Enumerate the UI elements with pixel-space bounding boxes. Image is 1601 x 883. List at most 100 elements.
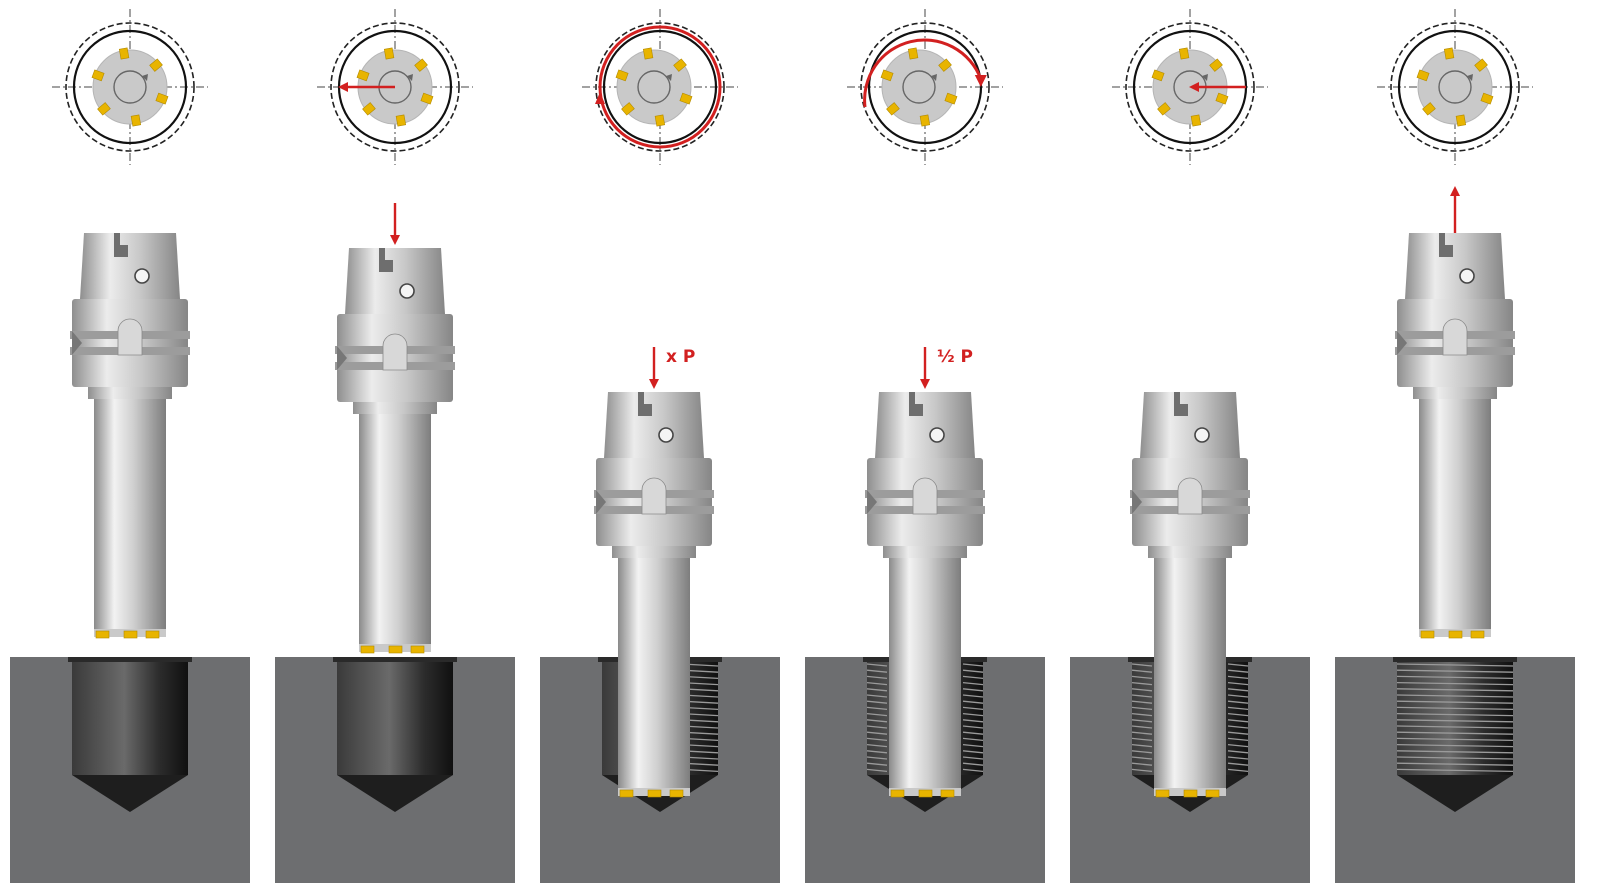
rotation-arrowhead-icon [1467, 74, 1473, 81]
thread-groove [866, 737, 888, 742]
thread-groove [962, 663, 984, 667]
orientation-key [1177, 477, 1203, 515]
coolant-port-icon [134, 268, 150, 284]
holder-neck [1413, 387, 1497, 399]
insert-icon [673, 58, 687, 72]
insert-icon [621, 102, 635, 116]
bore-circle [602, 29, 718, 145]
thread-groove [1131, 743, 1153, 748]
step-panel-plunge-to-depth [275, 9, 515, 883]
thread-groove [1131, 712, 1153, 717]
thread-groove [1396, 762, 1514, 766]
thread-groove [866, 706, 888, 711]
insert-icon [880, 69, 894, 82]
top-view [847, 9, 1003, 165]
thread-groove [1227, 756, 1249, 760]
orbit-path-icon [598, 25, 722, 149]
hsk-taper [80, 233, 180, 299]
step-panel-retract-to-center [1070, 9, 1310, 883]
drive-slot [1174, 392, 1188, 416]
insert-icon [886, 102, 900, 116]
thread-groove [962, 675, 984, 680]
flange-notch [596, 490, 606, 514]
drill-point-cone [72, 775, 188, 812]
workpiece [1335, 657, 1575, 883]
holder-neck [883, 546, 967, 558]
thread-groove [962, 756, 984, 760]
thread-groove [1396, 756, 1514, 760]
insert-icon [95, 630, 110, 639]
tool-shank [94, 399, 166, 629]
hsk-taper [345, 248, 445, 314]
thread-groove [866, 743, 888, 748]
thread-groove [1131, 731, 1153, 735]
thread-groove [1131, 706, 1153, 711]
orientation-key [117, 318, 143, 356]
step-panel-helical-thread-milling: x P [540, 9, 780, 883]
bore-chamfer [333, 657, 457, 662]
insert-icon [130, 114, 142, 127]
orientation-key [1442, 318, 1468, 356]
thread-groove [1131, 750, 1153, 754]
thread-groove [1396, 743, 1514, 748]
thread-major-circle [65, 22, 195, 152]
insert-icon [890, 789, 905, 798]
insert-icon [940, 789, 955, 798]
thread-groove [962, 706, 984, 711]
coolant-port-icon [658, 427, 674, 443]
rotation-icon [637, 70, 671, 104]
holder-neck [353, 402, 437, 414]
orbit-arrowhead-icon [595, 92, 605, 104]
insert-icon [414, 58, 428, 72]
insert-icon [619, 789, 634, 798]
thread-groove [962, 737, 984, 742]
tool-assembly [1130, 392, 1250, 798]
thread-groove [1131, 762, 1153, 766]
insert-icon [360, 645, 375, 654]
drill-point-cone [337, 775, 453, 812]
thread-groove [1131, 663, 1153, 667]
thread-groove [1227, 712, 1249, 717]
thread-groove [1396, 694, 1514, 698]
thread-groove [866, 663, 888, 667]
hsk-taper [1140, 392, 1240, 458]
insert-icon [1205, 789, 1220, 798]
thread-groove [1227, 719, 1249, 723]
thread-groove [866, 768, 888, 773]
insert-icon [919, 114, 931, 127]
pitch-label: ½ P [937, 347, 973, 367]
thread-groove [1396, 750, 1514, 754]
hsk-taper [604, 392, 704, 458]
thread-groove [1131, 700, 1153, 704]
thread-groove [1396, 700, 1514, 704]
thread-groove [866, 681, 888, 686]
rotation-arrowhead-icon [142, 74, 148, 81]
orientation-key [912, 477, 938, 515]
thread-groove [866, 762, 888, 766]
rotation-arrowhead-icon [931, 74, 937, 81]
drive-slot [1439, 233, 1453, 257]
thread-groove [962, 694, 984, 698]
insert-icon [654, 114, 666, 127]
thread-groove [1227, 688, 1249, 692]
insert-icon [362, 102, 376, 116]
insert-icon [145, 630, 160, 639]
thread-groove [1396, 675, 1514, 680]
insert-icon [118, 47, 130, 60]
thread-groove [1227, 737, 1249, 742]
thread-groove [1396, 681, 1514, 686]
insert-icon [1470, 630, 1485, 639]
holder-neck [1148, 546, 1232, 558]
coolant-port-icon [1459, 268, 1475, 284]
tool-assembly [70, 233, 190, 639]
thread-groove [1396, 663, 1514, 667]
thread-groove [962, 725, 984, 729]
thread-groove [866, 675, 888, 680]
thread-groove [1131, 719, 1153, 723]
rotation-arrowhead-icon [666, 74, 672, 81]
tool-shank [889, 558, 961, 788]
top-view [317, 9, 473, 165]
insert-icon [1157, 102, 1171, 116]
thread-groove [1227, 663, 1249, 667]
coolant-port-icon [399, 283, 415, 299]
